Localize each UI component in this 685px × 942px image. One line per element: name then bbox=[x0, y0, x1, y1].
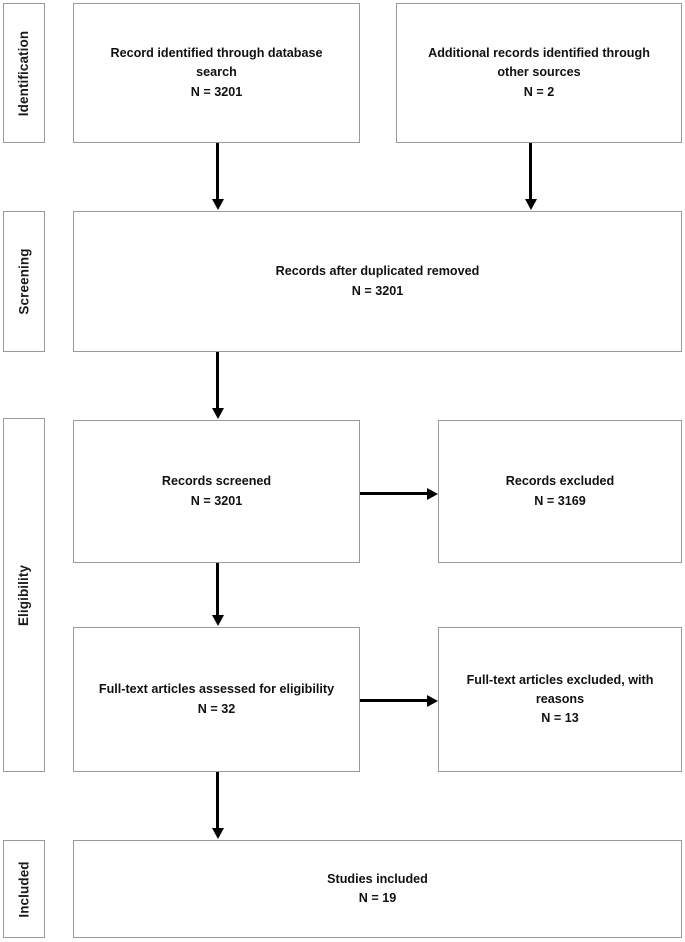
node-fulltext-excluded-line1: Full-text articles excluded, with bbox=[466, 672, 654, 687]
stage-label-included-text: Included bbox=[16, 860, 32, 918]
stage-label-included: Included bbox=[3, 840, 45, 938]
node-other-sources-line1: Additional records identified through bbox=[428, 46, 650, 61]
arrow-after-duplicates-to-records-screened bbox=[211, 352, 224, 419]
node-fulltext-articles-assessed: Full-text articles assessed for eligibil… bbox=[73, 627, 360, 772]
stage-label-eligibility: Eligibility bbox=[3, 418, 45, 772]
arrow-fulltext-assessed-to-fulltext-excluded bbox=[360, 694, 438, 707]
node-fulltext-assessed-line1: Full-text articles assessed for eligibil… bbox=[98, 682, 335, 697]
node-records-after-duplicates-removed: Records after duplicated removed N = 320… bbox=[73, 211, 682, 352]
node-after-duplicates-line1: Records after duplicated removed bbox=[275, 264, 480, 279]
node-records-excluded-count: N = 3169 bbox=[534, 493, 586, 508]
stage-label-screening: Screening bbox=[3, 211, 45, 352]
node-records-excluded: Records excluded N = 3169 bbox=[438, 420, 682, 563]
arrow-other-sources-to-after-duplicates bbox=[524, 143, 537, 210]
node-after-duplicates-count: N = 3201 bbox=[351, 283, 404, 298]
stage-label-identification-text: Identification bbox=[16, 30, 32, 116]
node-fulltext-excluded-line2: reasons bbox=[535, 691, 585, 706]
node-fulltext-articles-excluded: Full-text articles excluded, with reason… bbox=[438, 627, 682, 772]
node-records-identified-database-search: Record identified through database searc… bbox=[73, 3, 360, 143]
node-database-search-count: N = 3201 bbox=[190, 84, 243, 99]
node-studies-included-count: N = 19 bbox=[358, 891, 397, 905]
node-additional-records-other-sources: Additional records identified through ot… bbox=[396, 3, 682, 143]
node-database-search-line1: Record identified through database bbox=[110, 46, 323, 61]
stage-label-identification: Identification bbox=[3, 3, 45, 143]
arrow-database-search-to-after-duplicates bbox=[211, 143, 224, 210]
node-studies-included: Studies included N = 19 bbox=[73, 840, 682, 938]
node-other-sources-line2: other sources bbox=[497, 65, 581, 80]
node-fulltext-excluded-count: N = 13 bbox=[541, 711, 579, 726]
node-records-screened: Records screened N = 3201 bbox=[73, 420, 360, 563]
node-fulltext-assessed-count: N = 32 bbox=[197, 701, 236, 716]
node-records-excluded-line1: Records excluded bbox=[505, 474, 615, 489]
stage-label-screening-text: Screening bbox=[16, 248, 32, 315]
arrow-fulltext-assessed-to-studies-included bbox=[211, 772, 224, 839]
arrow-records-screened-to-records-excluded bbox=[360, 487, 438, 500]
node-records-screened-line1: Records screened bbox=[161, 474, 272, 489]
stage-label-eligibility-text: Eligibility bbox=[16, 564, 32, 626]
node-studies-included-line1: Studies included bbox=[327, 871, 428, 886]
node-database-search-line2: search bbox=[196, 65, 237, 80]
node-other-sources-count: N = 2 bbox=[523, 84, 555, 99]
arrow-records-screened-to-fulltext-assessed bbox=[211, 563, 224, 626]
node-records-screened-count: N = 3201 bbox=[190, 493, 243, 508]
